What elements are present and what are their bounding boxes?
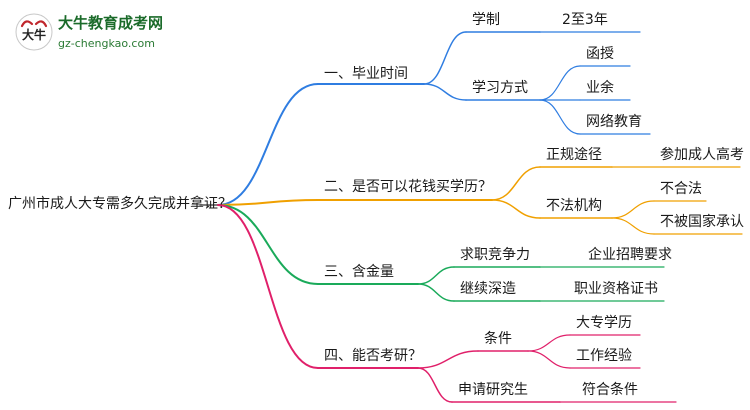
leaf-part-time: 业余	[586, 80, 614, 96]
leaf-not-recognized: 不被国家承认	[660, 214, 744, 230]
leaf-meets-conditions: 符合条件	[582, 382, 638, 398]
node-conditions: 条件	[484, 331, 512, 347]
node-program-length: 学制	[472, 12, 500, 28]
link-root-b2	[217, 199, 319, 206]
branch-postgraduate: 四、能否考研？	[324, 348, 422, 364]
link-root-b1	[217, 83, 319, 206]
leaf-associate-degree: 大专学历	[576, 315, 632, 331]
leaf-illegal: 不合法	[660, 181, 702, 197]
leaf-adult-exam: 参加成人高考	[660, 147, 744, 163]
link-root-b3	[217, 204, 319, 285]
node-further-study: 继续深造	[460, 281, 516, 297]
logo-url: gz-chengkao.com	[58, 37, 155, 50]
link-b1-c1	[423, 31, 467, 85]
link-b4-c1	[417, 350, 479, 369]
link-b4-c1-l2	[527, 350, 571, 369]
branch-graduation-time: 一、毕业时间	[324, 66, 408, 82]
bull-logo-icon: 大牛	[15, 13, 53, 51]
logo: 大牛 大牛教育成考网 gz-chengkao.com	[14, 12, 174, 56]
logo-title: 大牛教育成考网	[58, 14, 164, 32]
root-topic: 广州市成人大专需多久完成并拿证？	[8, 196, 232, 212]
link-b4-c2	[417, 367, 453, 403]
node-study-mode: 学习方式	[472, 80, 528, 96]
node-legal-path: 正规途径	[546, 147, 602, 163]
link-b1-c2-l3	[539, 99, 581, 135]
node-job-competitiveness: 求职竞争力	[460, 247, 530, 263]
branch-value: 三、含金量	[324, 264, 394, 280]
leaf-correspondence: 函授	[586, 46, 614, 62]
leaf-qualification-cert: 职业资格证书	[574, 281, 658, 297]
link-root-b4	[217, 204, 319, 369]
link-b1-c2	[423, 83, 467, 101]
link-b3-c1	[417, 266, 455, 285]
leaf-online-education: 网络教育	[586, 114, 642, 130]
link-b4-c1-l1	[527, 334, 571, 352]
node-apply-postgraduate: 申请研究生	[458, 382, 528, 398]
link-b2-c1	[491, 166, 541, 201]
leaf-work-experience: 工作经验	[576, 348, 632, 364]
logo-mark-text: 大牛	[22, 27, 46, 42]
node-illegal-agency: 不法机构	[546, 198, 602, 214]
leaf-hiring-requirements: 企业招聘要求	[588, 247, 672, 263]
link-b1-c2-l1	[539, 65, 581, 101]
link-b2-c2	[491, 199, 541, 219]
branch-buy-degree: 二、是否可以花钱买学历？	[324, 179, 492, 195]
link-b2-c2-l2	[611, 217, 655, 235]
leaf-program-years: 2至3年	[562, 12, 608, 28]
link-b3-c2	[417, 283, 455, 302]
link-b2-c2-l1	[611, 200, 655, 219]
